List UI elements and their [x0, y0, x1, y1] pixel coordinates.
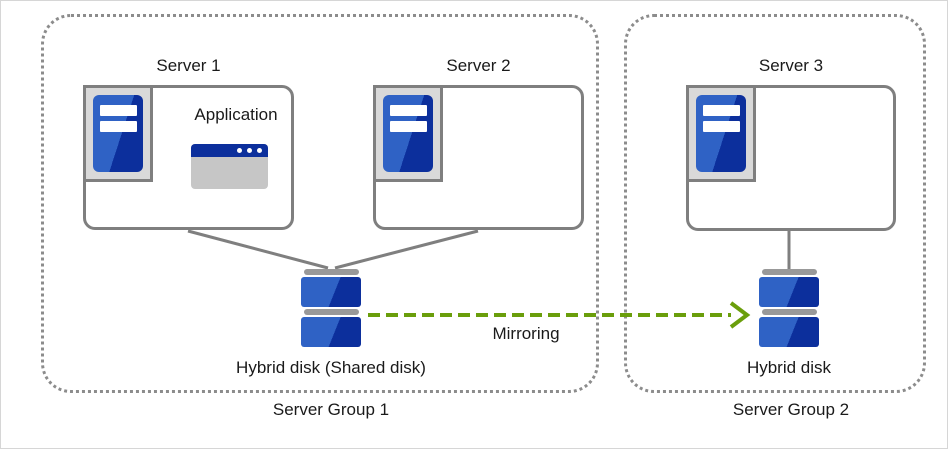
hybrid-disk-mirror-label: Hybrid disk [746, 358, 832, 377]
server-group-1-container [41, 14, 599, 393]
server-2-title: Server 2 [446, 56, 511, 75]
server-3-title: Server 3 [758, 56, 824, 75]
server-slot-bar [703, 121, 740, 132]
window-dot-icon [257, 148, 262, 153]
server-slot-bar [703, 105, 740, 116]
server-slot-bar [390, 105, 427, 116]
server-slot-bar [100, 105, 137, 116]
window-dot-icon [247, 148, 252, 153]
server-3-icon-frame [686, 85, 756, 182]
server-1-icon-frame [83, 85, 153, 182]
application-window-icon [191, 144, 268, 189]
disk-cap [303, 309, 359, 315]
disk-cap [303, 269, 359, 275]
hybrid-disk-mirror-icon [759, 269, 819, 349]
disk-plate [301, 277, 361, 307]
server-group-2-container [624, 14, 926, 393]
server-icon [93, 95, 143, 172]
disk-plate [301, 317, 361, 347]
server-slot-bar [390, 121, 427, 132]
server-1-title: Server 1 [156, 56, 221, 75]
disk-plate [759, 317, 819, 347]
mirroring-label: Mirroring [492, 324, 560, 343]
server-icon [696, 95, 746, 172]
disk-plate [759, 277, 819, 307]
server-group-1-label: Server Group 1 [272, 400, 390, 419]
server-icon [383, 95, 433, 172]
server-group-2-label: Server Group 2 [732, 400, 850, 419]
hybrid-disk-shared-icon [301, 269, 361, 349]
application-window-titlebar [191, 144, 268, 157]
window-dot-icon [237, 148, 242, 153]
disk-cap [761, 269, 817, 275]
application-label: Application [194, 105, 278, 124]
hybrid-disk-shared-label: Hybrid disk (Shared disk) [236, 358, 426, 377]
server-2-icon-frame [373, 85, 443, 182]
server-slot-bar [100, 121, 137, 132]
disk-cap [761, 309, 817, 315]
